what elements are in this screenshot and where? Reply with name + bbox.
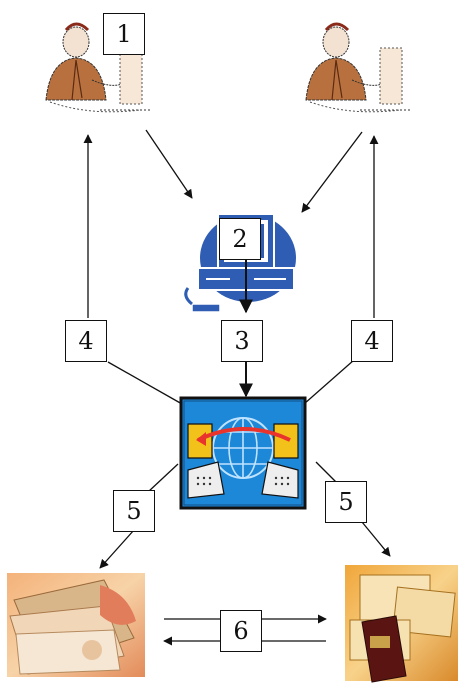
arrow-person-right-to-computer <box>301 131 363 213</box>
arrow-box5-left-to-money <box>99 529 135 569</box>
line-exchange-to-box5-left <box>147 463 179 493</box>
step-1-box: 1 <box>103 13 145 55</box>
line-box4-left-to-exchange <box>107 361 183 405</box>
step-3-box: 3 <box>221 320 263 362</box>
line-exchange-to-box5-right <box>315 461 337 483</box>
person-right-icon <box>305 22 410 113</box>
step-4-left-box: 4 <box>65 320 107 362</box>
step-5-left-box: 5 <box>113 490 155 532</box>
arrow-box5-right-to-securities <box>361 521 391 557</box>
connector-arrows <box>83 129 391 646</box>
step-2-box: 2 <box>219 218 261 260</box>
certificates-documents-image <box>345 565 458 683</box>
line-box4-right-to-exchange <box>303 359 355 405</box>
step-6-box: 6 <box>220 610 262 652</box>
arrow-person-left-to-computer <box>145 129 193 199</box>
currency-notes-image <box>7 573 145 677</box>
network-exchange-icon <box>179 396 307 510</box>
step-5-right-box: 5 <box>325 481 367 523</box>
person-left-icon <box>45 22 150 113</box>
step-4-right-box: 4 <box>351 320 393 362</box>
